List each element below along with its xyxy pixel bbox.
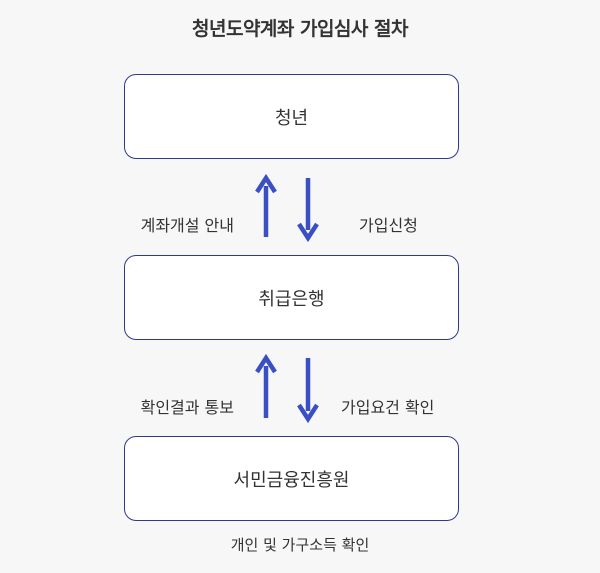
node-youth: 청년 [124, 74, 459, 159]
diagram-title: 청년도약계좌 가입심사 절차 [192, 18, 409, 40]
node-agency-label: 서민금융진흥원 [233, 469, 350, 491]
node-agency: 서민금융진흥원 [124, 436, 459, 521]
footnote: 개인 및 가구소득 확인 [230, 536, 370, 554]
node-bank: 취급은행 [124, 255, 459, 340]
label-account-notice: 계좌개설 안내 [140, 216, 234, 235]
node-youth-label: 청년 [274, 107, 309, 129]
down-arrow-1 [297, 178, 319, 243]
up-arrow-1 [255, 173, 277, 237]
node-bank-label: 취급은행 [258, 288, 325, 310]
down-arrow-2 [297, 358, 319, 424]
label-result-notice: 확인결과 통보 [140, 398, 234, 417]
up-arrow-2 [255, 353, 277, 418]
label-check-requirements: 가입요건 확인 [341, 398, 435, 417]
label-apply: 가입신청 [359, 216, 418, 235]
